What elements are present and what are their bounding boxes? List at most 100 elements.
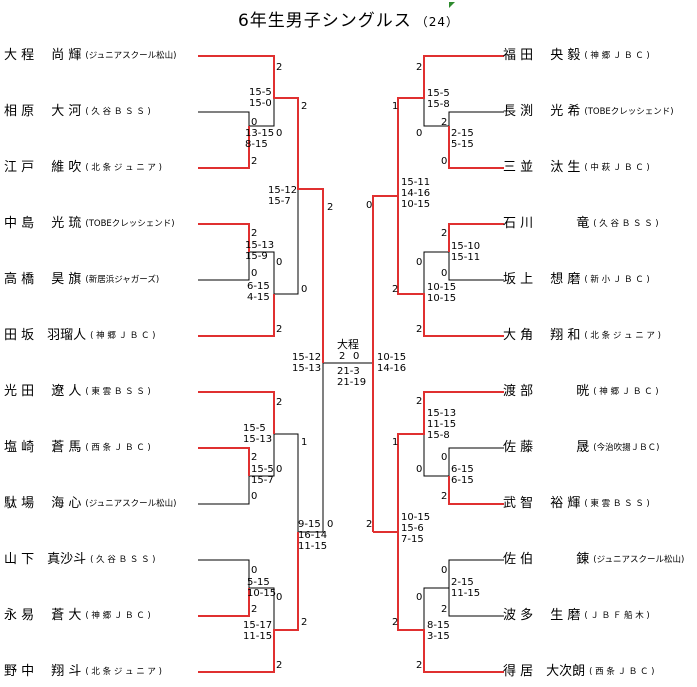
match-score: 15-10 15-11 [451,241,481,263]
match-score: 2 [276,324,283,335]
match-score: 2 [392,617,399,628]
match-score: 2 [416,324,423,335]
bracket-line [198,559,250,588]
left-player: 中 島 光 琉(TOBEクレッシェンド) [4,216,175,232]
champion-name: 大程 [337,338,359,351]
final-left-sets: 2 [339,351,346,362]
bracket-line [448,252,504,281]
winner-line [198,294,275,337]
bracket-line [423,434,449,477]
right-player: 長 渕 光 希(TOBEクレッシェンド) [503,104,674,120]
match-score: 2 [276,397,283,408]
match-score: 2 [251,156,258,167]
bracket-line [423,251,449,294]
match-score: 5-15 10-15 [247,577,277,599]
match-score: 0 [276,257,283,268]
match-score: 0 [441,156,448,167]
match-score: 15-5 15-8 [427,88,450,110]
left-player: 永 易 蒼 大( 神 郷 Ｊ Ｂ Ｃ ) [4,608,151,624]
player-club: ( 北 条 ジ ュ ニ ア ) [584,331,661,341]
match-score: 2 [251,604,258,615]
right-player: 福 田 央 毅( 神 郷 Ｊ Ｂ Ｃ ) [503,48,650,64]
bracket-line [448,588,504,617]
match-score: 2 [301,101,308,112]
left-player: 野 中 翔 斗( 北 条 ジ ュ ニ ア ) [4,664,162,680]
match-score: 2 [276,62,283,73]
match-score: 15-11 14-16 10-15 [401,177,431,210]
corner-flag-icon [449,2,455,8]
player-name: 佐 藤 晟 [503,440,590,455]
player-club: (TOBEクレッシェンド) [584,107,674,117]
left-player: 光 田 遼 人( 東 雲 Ｂ Ｓ Ｓ ) [4,384,151,400]
winner-line [448,223,504,252]
player-name: 佐 伯 錬 [503,552,590,567]
winner-line [372,195,398,363]
left-player: 駄 場 海 心(ジュニアスクール松山) [4,496,176,512]
player-club: (ジュニアスクール松山) [85,51,177,61]
player-club: ( 久 谷 Ｂ Ｓ Ｓ ) [85,107,151,117]
player-name: 渡 部 晄 [503,384,590,399]
player-club: (新居浜ジャガーズ) [85,275,160,285]
match-score: 2 [416,660,423,671]
match-score: 0 [276,128,283,139]
match-score: 0 [327,519,334,530]
player-name: 永 易 蒼 大 [4,608,82,623]
bracket-line [249,587,275,630]
match-score: 2 [441,491,448,502]
match-score: 2 [301,617,308,628]
winner-line [198,588,250,617]
match-score: 0 [251,491,258,502]
player-name: 武 智 裕 輝 [503,496,581,511]
player-name: 相 原 大 河 [4,104,82,119]
bracket-line [274,189,299,295]
match-score: 2 [366,519,373,530]
player-name: 大 程 尚 輝 [4,48,82,63]
match-score: 15-5 15-7 [251,464,274,486]
match-score: 15-17 11-15 [243,620,273,642]
right-player: 佐 藤 晟(今治吹揚ＪＢＣ) [503,440,659,456]
player-name: 野 中 翔 斗 [4,664,82,679]
match-score: 0 [416,257,423,268]
final-right-sets: 0 [353,351,360,362]
player-club: ( 中 萩 Ｊ Ｂ Ｃ ) [584,163,650,173]
match-score: 10-15 10-15 [427,282,457,304]
player-name: 駄 場 海 心 [4,496,82,511]
player-name: 田 坂 羽瑠人 [4,328,87,343]
match-score: 0 [441,268,448,279]
bracket-line [249,98,275,127]
winner-line [198,55,324,363]
bracket-line [423,587,449,630]
match-score: 0 [416,128,423,139]
match-score: 0 [276,464,283,475]
player-name: 坂 上 想 磨 [503,272,581,287]
match-score: 0 [416,464,423,475]
entry-count: （24） [415,15,460,29]
match-score: 6-15 6-15 [451,464,474,486]
bracket-line [198,476,250,505]
bracket-line [274,433,299,532]
player-name: 大 角 翔 和 [503,328,581,343]
winner-line [397,391,504,532]
match-score: 15-12 15-7 [268,185,298,207]
bracket-line [423,98,449,127]
right-player: 渡 部 晄( 神 郷 Ｊ Ｂ Ｃ ) [503,384,659,400]
bracket-line [448,111,504,126]
bracket-line [448,559,504,588]
player-name: 得 居 大次朗 [503,664,586,679]
player-club: ( 神 郷 Ｊ Ｂ Ｃ ) [584,51,650,61]
player-name: 光 田 遼 人 [4,384,82,399]
bracket-line [249,251,275,294]
match-score: 6-15 4-15 [247,281,270,303]
match-score: 2 [441,117,448,128]
player-club: (ジュニアスクール松山) [593,555,685,565]
player-name: 波 多 生 磨 [503,608,581,623]
match-score: 10-15 14-16 [377,352,407,374]
match-score: 15-5 15-0 [249,87,272,109]
player-club: ( 新 小 Ｊ Ｂ Ｃ ) [584,275,650,285]
right-player: 大 角 翔 和( 北 条 ジ ュ ニ ア ) [503,328,661,344]
player-club: (ジュニアスクール松山) [85,499,177,509]
bracket-line [249,434,275,477]
match-score: 1 [301,437,308,448]
left-player: 山 下 真沙斗( 久 谷 Ｂ Ｓ Ｓ ) [4,552,156,568]
